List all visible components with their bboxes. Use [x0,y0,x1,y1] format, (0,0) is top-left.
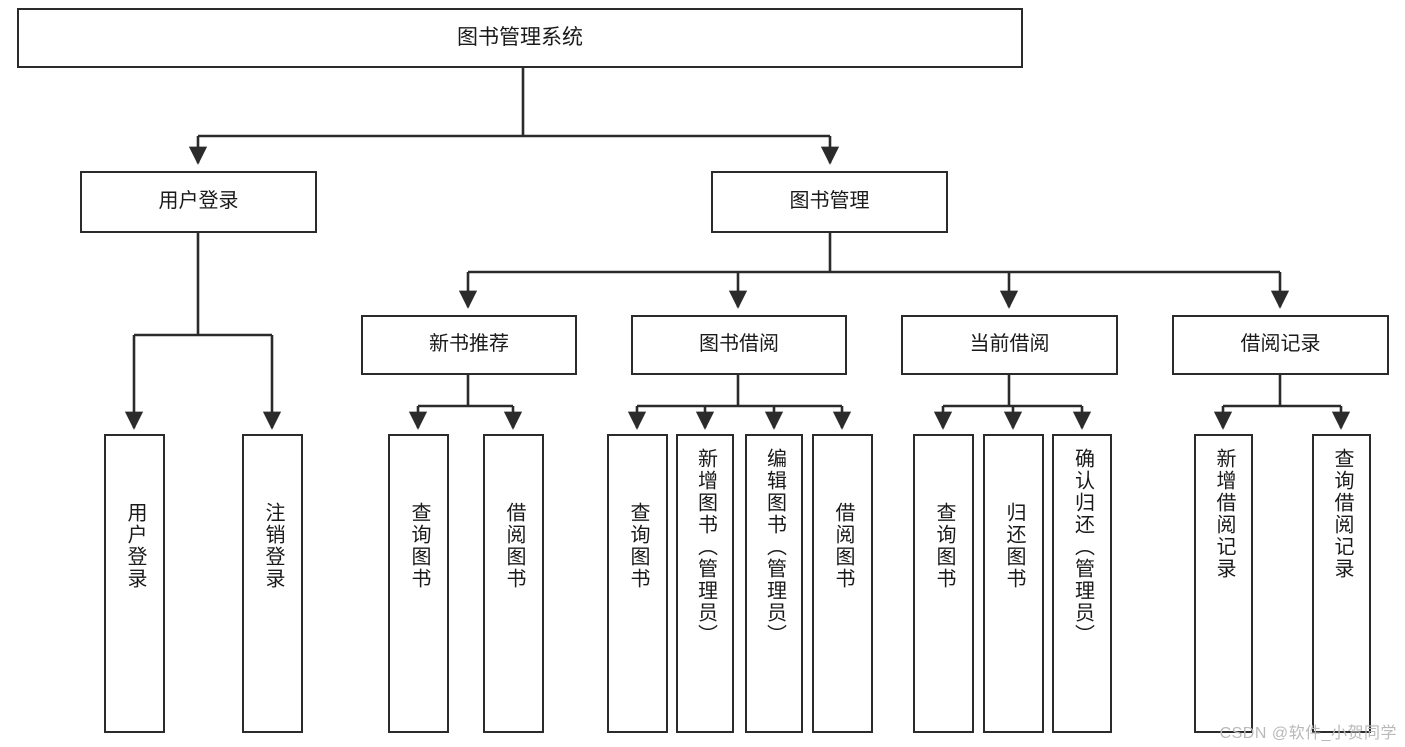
node-label: 归还图书 [1003,502,1025,590]
leaf-book-borrow-add-book-admin[interactable]: 新增图书（管理员） [676,434,734,733]
node-label: 查询图书 [408,502,430,590]
leaf-user-login[interactable]: 用户登录 [104,434,165,733]
node-label: 图书借阅 [699,333,779,356]
leaf-current-borrow-confirm-return-admin[interactable]: 确认归还（管理员） [1052,434,1112,733]
node-label: 用户登录 [158,190,239,213]
node-book-borrowing[interactable]: 图书借阅 [631,315,847,375]
leaf-new-book-query-book[interactable]: 查询图书 [388,434,449,733]
node-label: 查询图书 [933,502,955,590]
leaf-add-borrow-record[interactable]: 新增借阅记录 [1194,434,1253,733]
node-borrowing-record[interactable]: 借阅记录 [1172,315,1389,375]
node-label: 新增借阅记录 [1213,448,1235,580]
node-label: 用户登录 [124,502,146,590]
leaf-book-borrow-edit-book-admin[interactable]: 编辑图书（管理员） [745,434,803,733]
leaf-current-borrow-return-book[interactable]: 归还图书 [983,434,1044,733]
node-label: 图书管理 [789,190,870,213]
node-label: 借阅图书 [832,502,854,590]
node-label: 编辑图书（管理员） [763,448,786,646]
node-label: 当前借阅 [969,333,1050,356]
node-label: 借阅记录 [1240,333,1321,356]
node-label: 查询借阅记录 [1331,448,1353,580]
node-label: 新增图书（管理员） [694,448,717,646]
node-label: 图书管理系统 [457,25,583,49]
node-label: 查询图书 [627,502,649,590]
node-current-borrowing[interactable]: 当前借阅 [901,315,1118,375]
leaf-book-borrow-borrow-book[interactable]: 借阅图书 [812,434,873,733]
node-label: 借阅图书 [503,502,525,590]
node-user-login[interactable]: 用户登录 [80,171,317,233]
node-label: 确认归还（管理员） [1071,448,1094,646]
watermark-text: CSDN @软件_小贺同学 [1219,725,1397,742]
node-label: 注销登录 [262,502,284,590]
node-root-book-management-system[interactable]: 图书管理系统 [17,8,1023,68]
node-new-book-recommendation[interactable]: 新书推荐 [361,315,577,375]
leaf-logout[interactable]: 注销登录 [242,434,303,733]
leaf-current-borrow-query-book[interactable]: 查询图书 [913,434,974,733]
node-label: 新书推荐 [429,333,509,356]
node-book-management[interactable]: 图书管理 [711,171,948,233]
leaf-book-borrow-query-book[interactable]: 查询图书 [607,434,668,733]
leaf-query-borrow-record[interactable]: 查询借阅记录 [1312,434,1371,733]
leaf-new-book-borrow-book[interactable]: 借阅图书 [483,434,544,733]
